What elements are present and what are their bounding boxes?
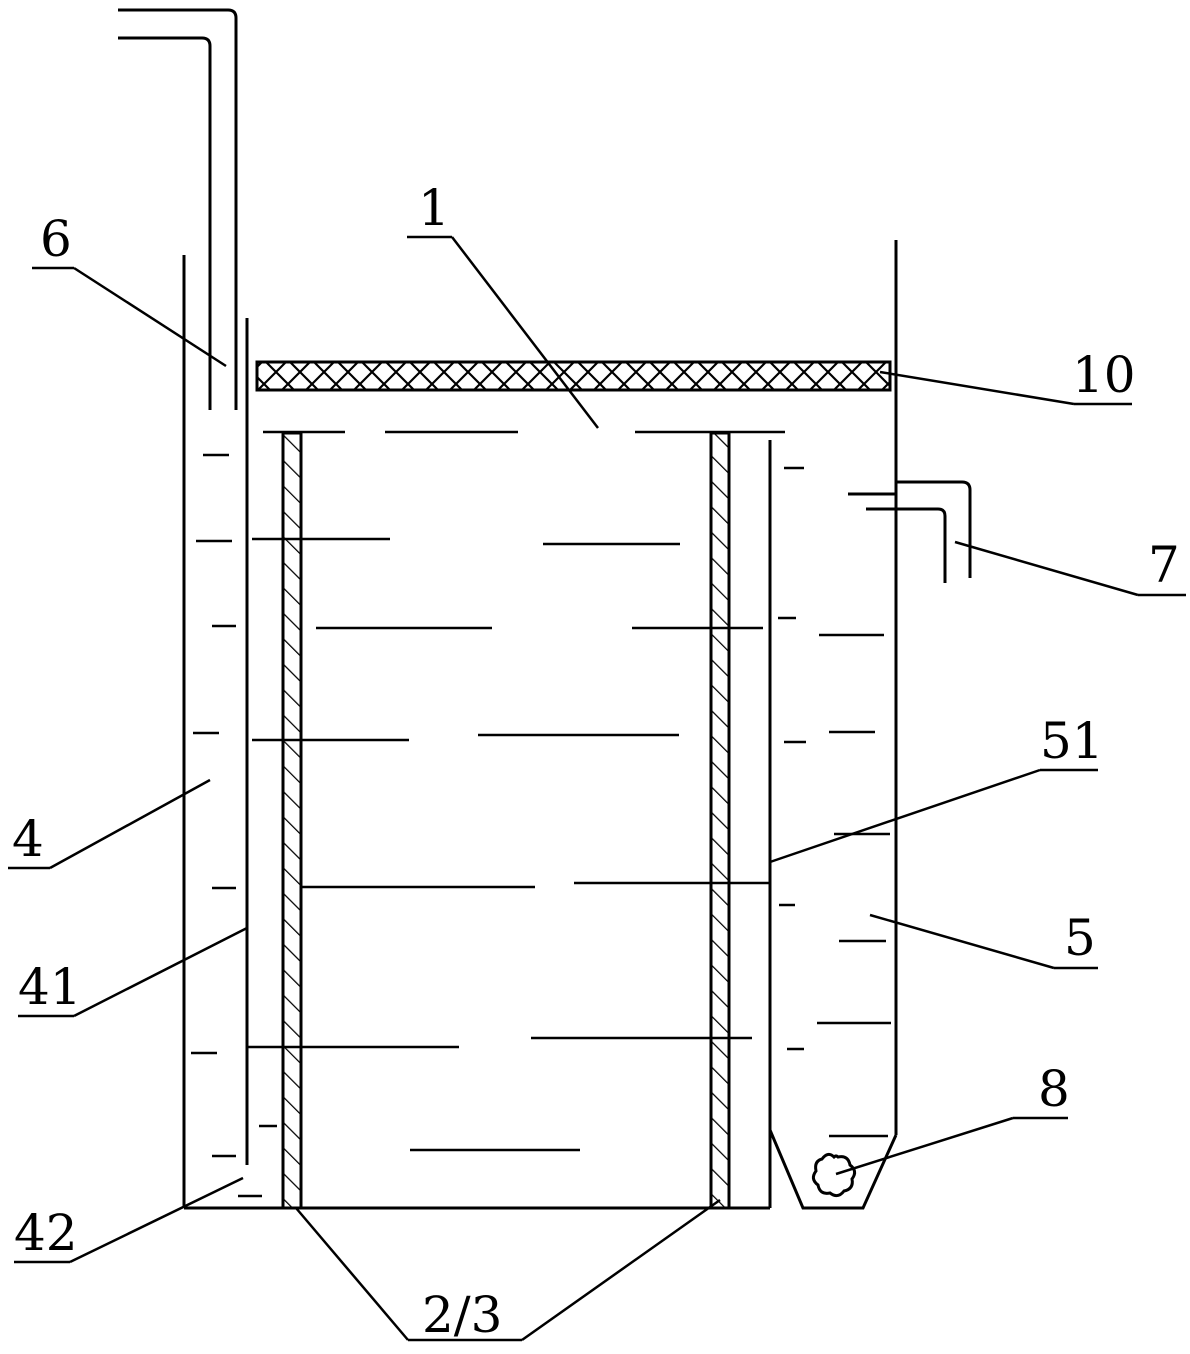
- label-7: 7: [1148, 536, 1180, 594]
- label-2-3: 2/3: [422, 1286, 502, 1344]
- left-hatched-wall: [281, 431, 303, 1210]
- diagram-labels: 1 6 10 7 51 4 5 41 8 42 2/3: [12, 179, 1180, 1344]
- central-water-lines: [248, 430, 785, 1152]
- label-41: 41: [18, 958, 82, 1016]
- label-5: 5: [1064, 909, 1096, 967]
- label-10: 10: [1072, 346, 1136, 404]
- label-42: 42: [14, 1204, 78, 1262]
- right-hatched-wall: [709, 431, 731, 1210]
- left-water-dashes: [191, 453, 277, 1198]
- inlet-pipe: [118, 8, 238, 410]
- label-8: 8: [1038, 1060, 1070, 1118]
- right-chamber: [768, 240, 898, 1210]
- outlet-pipe: [848, 480, 972, 583]
- leader-lines: [8, 235, 1186, 1342]
- cover-plate: [255, 360, 892, 392]
- right-water-dashes: [778, 466, 891, 1138]
- label-1: 1: [418, 179, 450, 237]
- aerator: [811, 1152, 857, 1198]
- label-51: 51: [1040, 712, 1104, 770]
- label-6: 6: [40, 210, 72, 268]
- left-chamber: [182, 255, 770, 1210]
- label-4: 4: [12, 810, 44, 868]
